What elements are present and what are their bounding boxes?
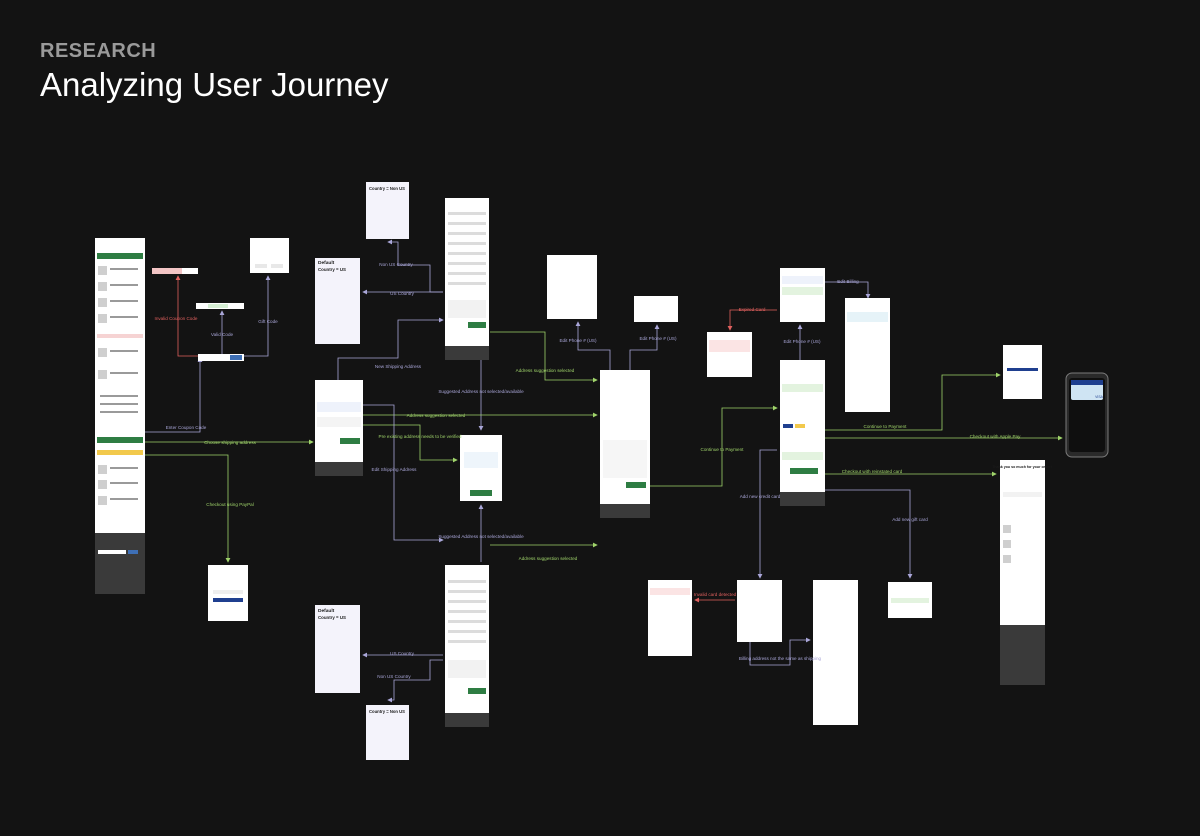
edge-label-non-us-bottom: Non US Country <box>377 674 411 679</box>
edge-line <box>490 331 598 383</box>
thank-you-heading: Thank you so much for your order! <box>992 465 1052 469</box>
shipping-form-bottom <box>445 565 489 727</box>
default-note-bottom: Default Country = US <box>315 605 360 693</box>
add-card-screen <box>737 580 782 642</box>
edge-line <box>387 239 443 293</box>
verify-address-modal <box>460 435 502 501</box>
edge-line <box>244 275 271 357</box>
phone-edit-card-1 <box>547 255 597 319</box>
non-us-note-top: Country = Non US <box>366 182 409 239</box>
edge-label-edit-phone-1: Edit Phone # (US) <box>559 338 596 343</box>
edge-line <box>387 659 443 703</box>
edge-label-checkout-paypal: Checkout using PayPal <box>206 502 254 507</box>
edge-label-add-gift: Add new gift card <box>892 517 928 522</box>
edge-line <box>825 489 913 579</box>
edge-label-edit-phone-3: Edit Phone # (US) <box>783 339 820 344</box>
edge-label-edit-phone-2: Edit Phone # (US) <box>639 336 676 341</box>
section-eyebrow: RESEARCH <box>40 40 157 62</box>
edge-line <box>363 424 458 463</box>
edge-line <box>337 317 444 382</box>
edge-line <box>757 449 777 579</box>
edge-label-expired-card: Expired Card <box>739 307 766 312</box>
edge-line <box>650 405 778 487</box>
confirmation-screen <box>1000 460 1045 685</box>
note-subtitle: Country = US <box>318 267 346 272</box>
note-title: Country = Non US <box>369 709 405 714</box>
edge-label-billing-same: Billing address not the same as shipping <box>739 656 822 661</box>
shipping-form-top <box>445 198 489 360</box>
edge-line <box>175 275 200 357</box>
billing-edit-screen <box>845 298 890 412</box>
page-title: Analyzing User Journey <box>40 66 389 103</box>
edge-label-us-bottom: US Country <box>390 651 414 656</box>
edge-label-non-us-top: Non US Country <box>379 262 413 267</box>
edge-label-valid-code: Valid Code <box>211 332 234 337</box>
edge-label-apple-pay: Checkout with Apple Pay <box>970 434 1022 439</box>
edge-line <box>145 454 231 563</box>
note-title: Default <box>318 260 335 266</box>
review-screen <box>600 370 650 518</box>
edge-line <box>575 321 611 372</box>
edge-label-continue-payment-1: Continue to Payment <box>701 447 745 452</box>
edge-label-new-shipping: New Shipping Address <box>375 364 422 369</box>
edge-label-suggest-na-bottom: Suggested Address not selected/available <box>438 534 524 539</box>
payment-edit-screen <box>780 268 825 322</box>
phone-edit-card-2 <box>634 296 678 322</box>
shipping-screen-middle <box>315 380 363 476</box>
edge-line <box>629 324 660 372</box>
edge-line <box>145 357 203 433</box>
edge-line <box>749 637 811 666</box>
edge-labels: Invalid Coupon Code Valid Code Gift Code… <box>155 262 1022 679</box>
note-title: Default <box>318 608 335 614</box>
note-title: Country = Non US <box>369 186 405 191</box>
coupon-input <box>198 354 244 361</box>
edge-line <box>727 309 777 331</box>
edge-label-addr-selected-mid: Address suggestion selected <box>407 413 466 418</box>
expired-card-screen <box>707 332 752 377</box>
edge-line <box>825 281 871 299</box>
edge-line <box>825 372 1001 431</box>
invalid-card-screen <box>648 580 692 656</box>
visa-label: VISA <box>1095 395 1103 399</box>
edge-label-reinstated-card: Checkout with reinstated card <box>842 469 903 474</box>
edge-label-enter-coupon: Enter Coupon Code <box>166 425 207 430</box>
edge-line <box>363 404 444 543</box>
edge-label-suggest-na-top: Suggested Address not selected/available <box>438 389 524 394</box>
edge-label-continue-payment-2: Continue to Payment <box>864 424 908 429</box>
note-subtitle: Country = US <box>318 615 346 620</box>
non-us-note-bottom: Country = Non US <box>366 705 409 760</box>
iphone-apple-pay <box>1065 372 1109 458</box>
edge-label-invalid-coupon: Invalid Coupon Code <box>155 316 198 321</box>
payment-screen <box>780 360 825 506</box>
apple-pay-sheet <box>1003 345 1042 399</box>
edge-label-edit-billing: Edit Billing <box>837 279 859 284</box>
edge-label-add-credit: Add new credit card <box>740 494 781 499</box>
cart-screen <box>95 238 145 594</box>
edge-label-pre-existing: Pre existing address needs to be verifie… <box>379 434 462 439</box>
edge-label-edit-shipping: Edit Shipping Address <box>372 467 418 472</box>
edge-label-addr-selected-bottom: Address suggestion selected <box>519 556 578 561</box>
edge-label-addr-selected-top: Address suggestion selected <box>516 368 575 373</box>
edge-label-invalid-card: Invalid card detected <box>694 592 737 597</box>
edge-label-gift-code: Gift Code <box>258 319 278 324</box>
default-note-top: Default Country = US <box>315 258 360 344</box>
billing-address-screen <box>813 580 858 725</box>
edge-label-choose-shipping: Choose shipping address <box>204 440 257 445</box>
edge-label-us-top: US Country <box>390 291 414 296</box>
